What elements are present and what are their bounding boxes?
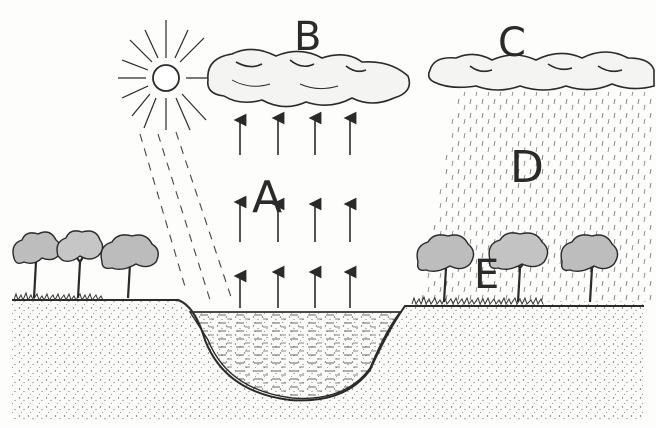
tree-icon: [13, 232, 61, 298]
sun-icon: [118, 20, 210, 130]
tree-icon: [57, 231, 103, 298]
grass-left: [14, 293, 103, 300]
label-c: C: [498, 20, 526, 66]
label-d: D: [510, 142, 544, 193]
label-b: B: [294, 14, 321, 60]
rain: [420, 92, 654, 302]
cloud-c: [429, 52, 654, 90]
label-e: E: [474, 252, 499, 298]
sun-rays: [140, 132, 232, 300]
label-a: A: [252, 172, 282, 223]
tree-icon: [101, 235, 158, 298]
